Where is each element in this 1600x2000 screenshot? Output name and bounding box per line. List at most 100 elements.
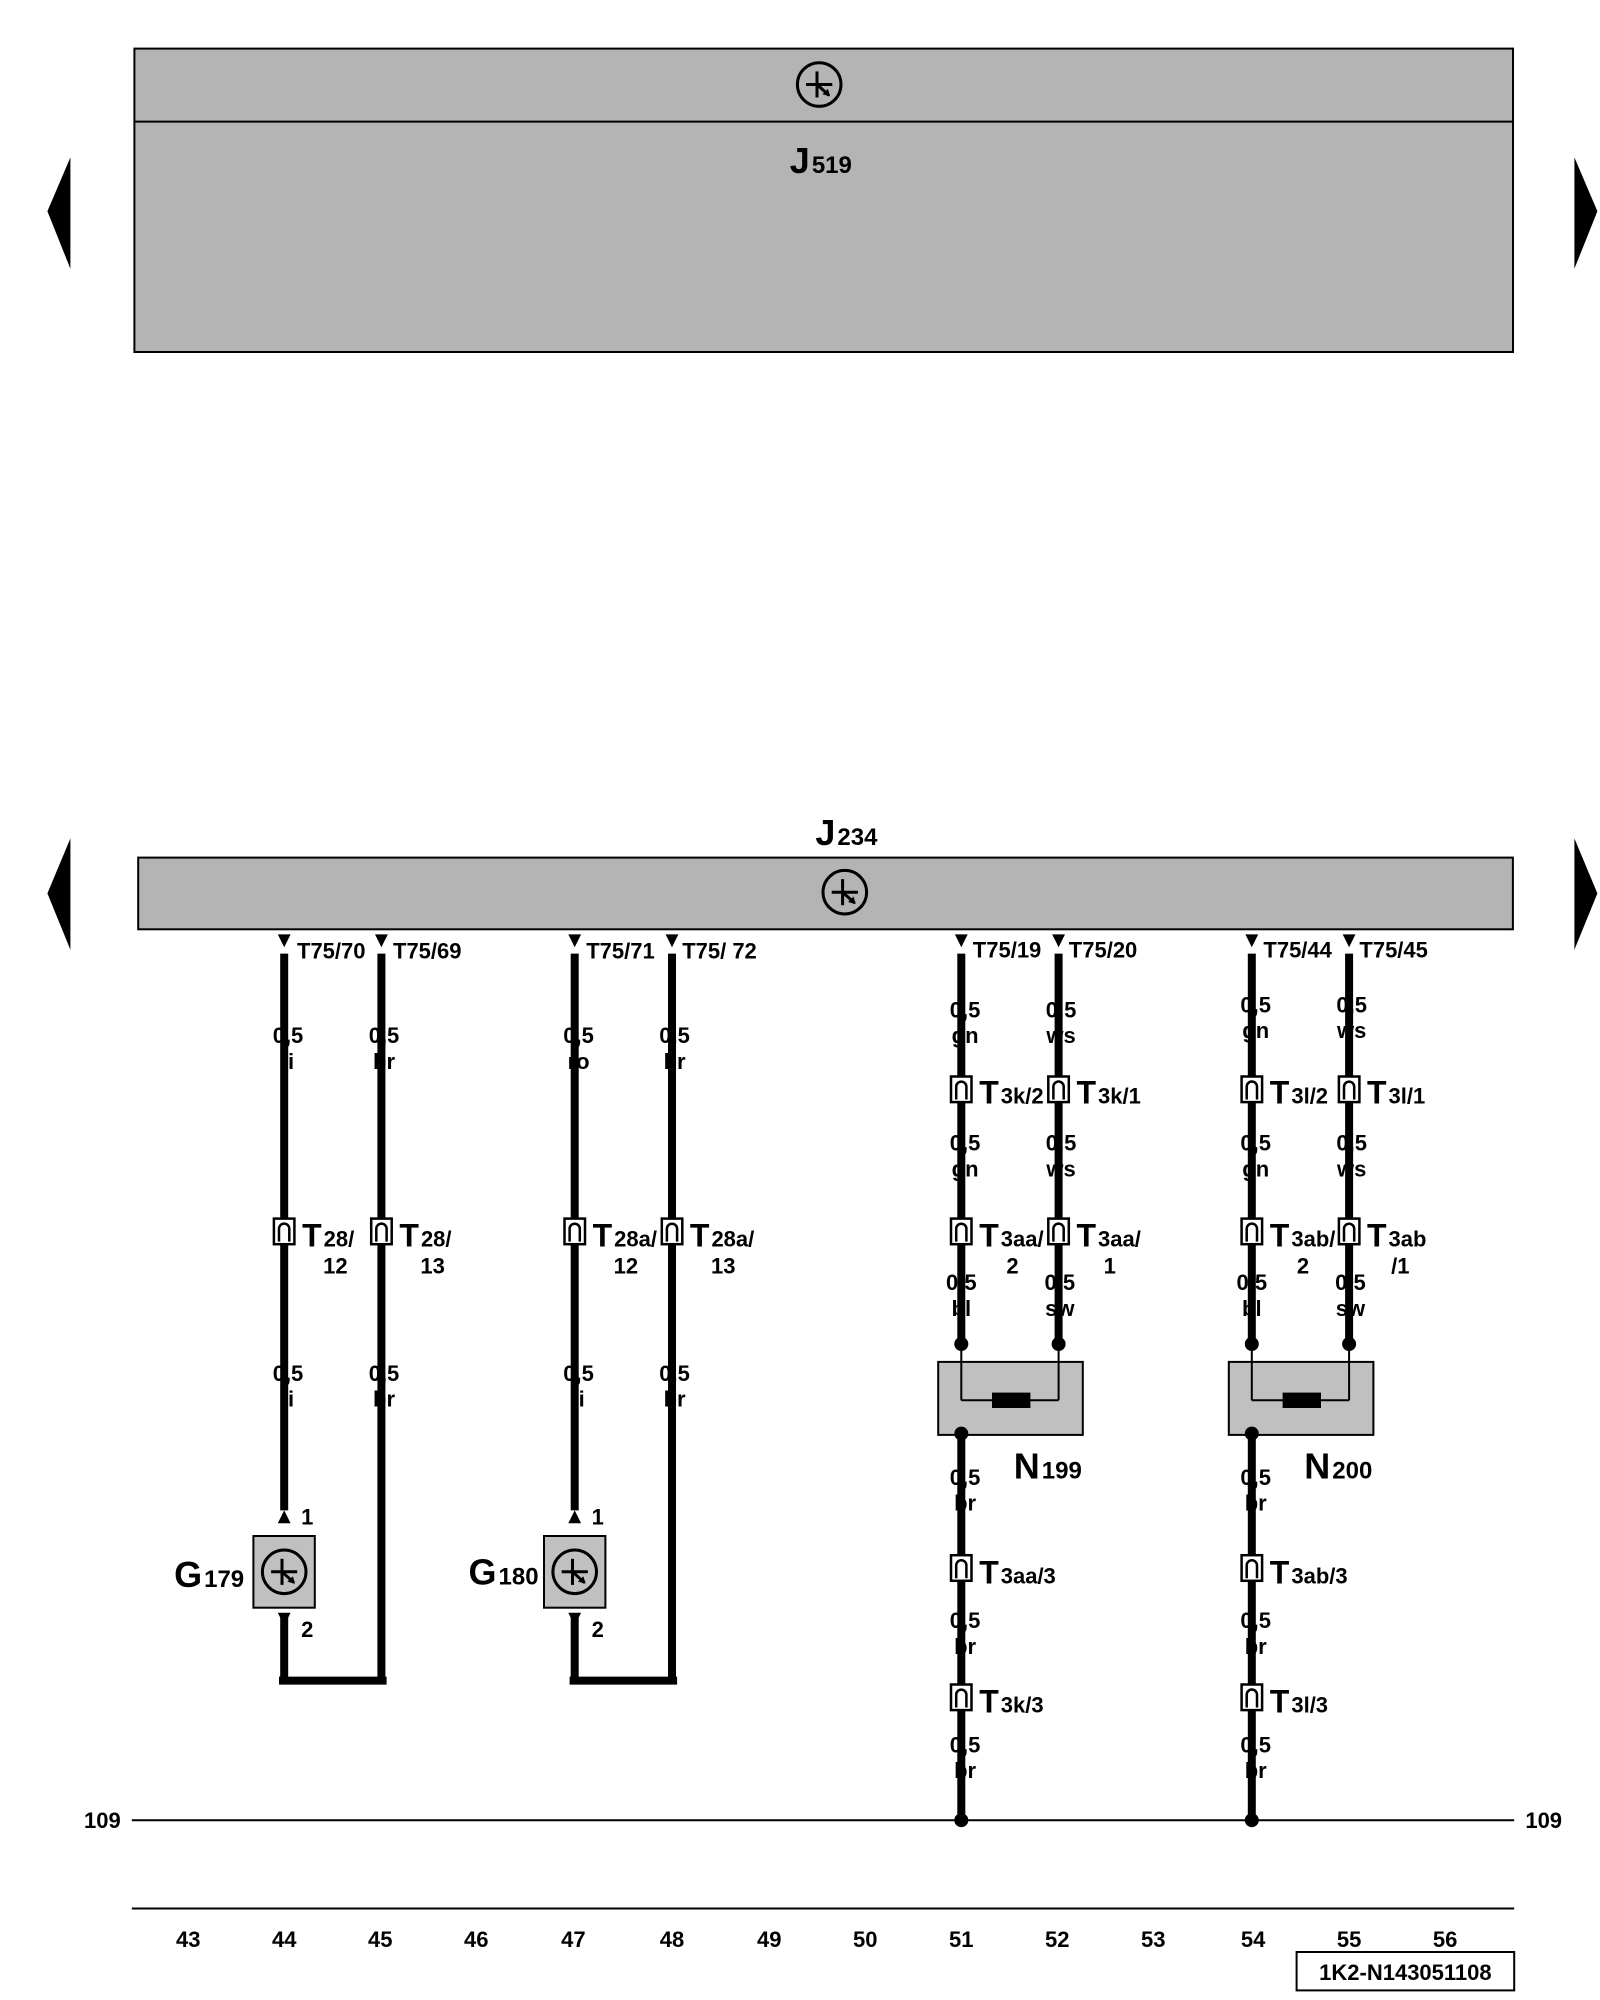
connector-label-letter: T <box>1270 1218 1290 1254</box>
wire-color-label: li <box>282 1387 294 1412</box>
reference-label-right: 109 <box>1525 1808 1562 1833</box>
sensor-pin-number: 1 <box>301 1505 313 1530</box>
column-number: 46 <box>464 1927 488 1952</box>
upper-unit-symbol-icon-arrowhead <box>822 88 831 97</box>
connector-label-number: 3l/3 <box>1291 1693 1328 1718</box>
pin-label: T75/70 <box>297 939 366 964</box>
nav-arrow-left-icon <box>47 838 71 950</box>
connector-plug-icon-body <box>1337 1217 1361 1246</box>
connector-plug-icon-body <box>1337 1075 1361 1104</box>
wire-size-label: 0,5 <box>1336 993 1367 1018</box>
actuator-label-letter: N <box>1304 1445 1330 1486</box>
sensor-label-letter: G <box>174 1554 202 1595</box>
pin-arrow-icon <box>1342 934 1356 948</box>
connector-label-letter: T <box>979 1218 999 1254</box>
connector-label: T28a/ <box>593 1218 657 1254</box>
connector-plug-icon-pin <box>1245 1688 1259 1708</box>
wire-color-label: bl <box>952 1296 972 1321</box>
wire-size-label: 0,5 <box>1336 1131 1367 1156</box>
connector-label: T3l/3 <box>1270 1684 1328 1720</box>
sensor-pin-arrow-icon <box>568 1510 582 1524</box>
sensor-label: G180 <box>469 1552 539 1593</box>
column-number: 53 <box>1141 1927 1165 1952</box>
connector-label-number: 3ab/3 <box>1291 1563 1347 1588</box>
connector-plug-icon <box>949 1217 973 1246</box>
connector-plug-icon <box>1240 1217 1264 1246</box>
sensor-symbol-icon-arrowhead <box>578 1576 586 1584</box>
connector-label-letter: T <box>1367 1218 1387 1254</box>
column-number: 56 <box>1433 1927 1457 1952</box>
connector-label: T3aa/ <box>1077 1218 1141 1254</box>
connector-plug-icon-body <box>949 1553 973 1583</box>
connector-label: T3ab <box>1367 1218 1426 1254</box>
pin-label: T75/20 <box>1069 937 1138 962</box>
pin-label: T75/44 <box>1263 937 1332 962</box>
wire-size-label: 0,5 <box>950 1732 981 1757</box>
wire-color-label: ws <box>1045 1023 1075 1048</box>
pin-label: T75/ 72 <box>682 939 757 964</box>
connector-label-letter: T <box>399 1218 419 1254</box>
connector-label-suffix: 1 <box>1104 1254 1116 1279</box>
connector-plug-icon-body <box>949 1217 973 1246</box>
connector-label-letter: T <box>979 1684 999 1720</box>
column-number: 45 <box>368 1927 392 1952</box>
connector-plug-icon-pin <box>954 1688 968 1708</box>
sensor-symbol-icon-ring <box>551 1548 599 1596</box>
connector-label-number: 3aa/3 <box>1001 1563 1056 1588</box>
column-number: 51 <box>949 1927 973 1952</box>
connector-plug-icon-body <box>949 1683 973 1712</box>
wire-color-label: ws <box>1045 1156 1075 1181</box>
connector-plug-icon <box>1047 1075 1071 1104</box>
wire-color-label: sw <box>1045 1296 1075 1321</box>
pin-arrow-icon <box>665 934 679 948</box>
connector-label-number: 28/ <box>421 1227 452 1252</box>
wire-size-label: 0,5 <box>1237 1270 1268 1295</box>
sensor-symbol-icon-ring <box>260 1548 308 1596</box>
wire-size-label: 0,5 <box>369 1361 400 1386</box>
connector-label-number: 28a/ <box>711 1227 754 1252</box>
column-number: 48 <box>660 1927 684 1952</box>
pin-arrow-icon <box>1245 934 1259 948</box>
connector-plug-icon <box>1240 1553 1264 1583</box>
column-number: 43 <box>176 1927 200 1952</box>
wire-color-label: br <box>1245 1490 1267 1515</box>
wire-color-label: ws <box>1336 1018 1366 1043</box>
sensor-label-number: 179 <box>204 1566 244 1593</box>
sensor-pin-number: 2 <box>301 1617 313 1642</box>
lower-unit-box <box>137 856 1514 931</box>
pin-arrow-icon <box>375 934 388 948</box>
connector-label: T3k/1 <box>1077 1074 1141 1110</box>
connector-plug-icon <box>1240 1683 1264 1712</box>
connector-label-suffix: 12 <box>323 1254 347 1279</box>
connector-plug-icon <box>1047 1217 1071 1246</box>
connector-label-letter: T <box>690 1218 710 1254</box>
sensor-pin-number: 2 <box>592 1617 604 1642</box>
connector-label-letter: T <box>979 1554 999 1590</box>
upper-unit-label-letter: J <box>790 140 810 181</box>
connector-plug-icon <box>563 1217 587 1246</box>
connector-plug-icon-body <box>660 1217 684 1246</box>
connector-plug-icon-pin <box>1245 1080 1259 1100</box>
sensor-symbol-icon-arrowhead <box>287 1576 295 1584</box>
pin-arrow-icon <box>568 934 582 948</box>
connector-label: T3ab/ <box>1270 1218 1336 1254</box>
column-number: 49 <box>757 1927 781 1952</box>
wire-size-label: 0,5 <box>950 1465 981 1490</box>
connector-plug-icon <box>660 1217 684 1246</box>
connector-label: T28/ <box>302 1218 354 1254</box>
wire-color-label: ws <box>1336 1156 1366 1181</box>
wire-color-label: br <box>1245 1758 1267 1783</box>
wire-size-label: 0,5 <box>273 1023 304 1048</box>
connector-label: T3aa/3 <box>979 1554 1056 1590</box>
actuator-coil <box>1282 1392 1321 1408</box>
connector-label-suffix: 13 <box>711 1254 735 1279</box>
nav-arrow-right-icon <box>1574 157 1598 269</box>
connector-label: T3k/2 <box>979 1074 1043 1110</box>
connector-label: T3aa/ <box>979 1218 1043 1254</box>
wire-color-label: gn <box>1242 1156 1269 1181</box>
connector-label-letter: T <box>1270 1554 1290 1590</box>
connector-plug-icon-body <box>949 1075 973 1104</box>
connector-label: T3ab/3 <box>1270 1554 1348 1590</box>
connector-label: T28a/ <box>690 1218 754 1254</box>
